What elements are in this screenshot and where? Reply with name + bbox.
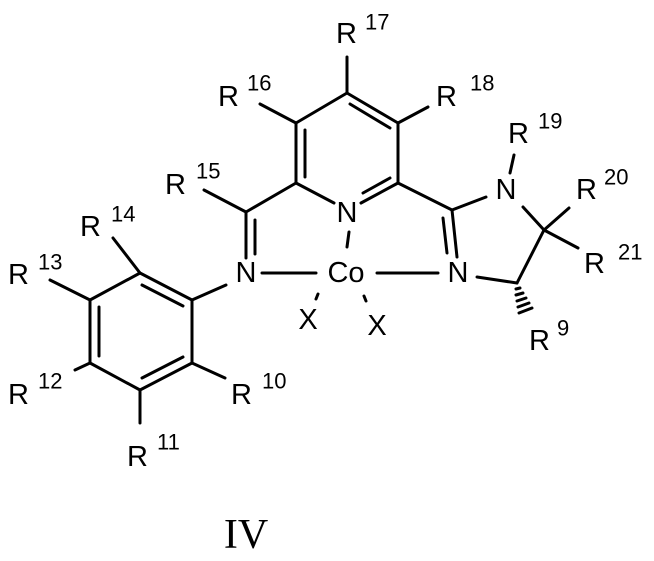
r-index: 12 [38, 369, 62, 394]
r-symbol: R [584, 248, 605, 280]
bond [88, 271, 142, 302]
bond [362, 294, 368, 303]
bond [361, 176, 392, 195]
bond [244, 181, 298, 214]
r-index: 17 [365, 10, 389, 35]
bond [345, 230, 351, 249]
x-left-label: X [298, 304, 317, 336]
r-index: 13 [38, 250, 62, 275]
bond [396, 105, 430, 125]
r-symbol: R [127, 441, 148, 473]
r-index: 19 [538, 109, 562, 134]
r-index: 21 [618, 240, 642, 265]
r10-label: R 10 [231, 369, 286, 412]
bond [542, 206, 571, 232]
bond [294, 91, 349, 125]
bond [258, 102, 298, 125]
bond [450, 208, 459, 259]
bonds [48, 55, 580, 425]
r-symbol: R [436, 81, 457, 113]
bond [294, 181, 336, 205]
r15-label: R 15 [165, 159, 220, 202]
pyridine-nitrogen-label: N [337, 197, 358, 229]
r14-label: R 14 [80, 202, 135, 244]
bond [450, 195, 488, 212]
bond [515, 228, 546, 285]
bond [202, 188, 248, 214]
r-symbol: R [529, 325, 550, 357]
r13-label: R 13 [8, 250, 62, 292]
r20-label: R 20 [576, 165, 628, 207]
bond [345, 91, 400, 125]
bond [190, 283, 228, 302]
bond [396, 181, 454, 212]
r-index: 14 [111, 202, 135, 227]
r21-label: R 21 [584, 240, 642, 281]
bond [314, 292, 320, 301]
cobalt-label: Co [327, 257, 364, 289]
bond [140, 283, 185, 308]
x-right-label: X [367, 310, 386, 342]
r-symbol: R [336, 18, 357, 50]
r12-label: R 12 [8, 369, 62, 412]
r-symbol: R [231, 379, 252, 411]
compound-label: IV [224, 512, 268, 558]
bond [88, 361, 142, 392]
r-index: 20 [604, 165, 628, 190]
r-symbol: R [508, 118, 529, 150]
r11-label: R 11 [127, 430, 180, 474]
bond [475, 275, 519, 285]
bond [441, 216, 449, 255]
r-index: 11 [157, 430, 180, 455]
bond [138, 361, 194, 392]
r-index: 15 [196, 159, 220, 184]
imine-nitrogen-label: N [236, 257, 257, 289]
bond [111, 236, 142, 275]
r-index: 9 [557, 316, 569, 341]
r17-label: R 17 [336, 10, 389, 51]
r-index: 18 [470, 71, 494, 96]
r19-label: R 19 [508, 109, 562, 151]
bond [73, 361, 92, 372]
r-symbol: R [8, 379, 29, 411]
amidine-nitrogen-label: N [448, 257, 469, 289]
bond [359, 181, 400, 205]
r-symbol: R [218, 81, 239, 113]
r-index: 16 [247, 71, 271, 96]
bond [140, 355, 185, 380]
r-symbol: R [165, 169, 186, 201]
r-symbol: R [576, 174, 597, 206]
r18-label: R 18 [436, 71, 494, 114]
ring-nitrogen-label: N [496, 174, 517, 206]
bond [542, 228, 580, 250]
bond [508, 153, 516, 175]
r-symbol: R [80, 211, 101, 243]
bond [348, 102, 392, 130]
atom-labels: N N Co N N X X [236, 174, 517, 342]
bond [138, 271, 194, 302]
bond [190, 361, 227, 380]
bond [48, 278, 92, 302]
r-index: 10 [262, 369, 286, 394]
bond [521, 205, 546, 232]
r-symbol: R [8, 259, 29, 291]
hashed-wedge-bond [514, 286, 534, 315]
r16-label: R 16 [218, 71, 271, 114]
